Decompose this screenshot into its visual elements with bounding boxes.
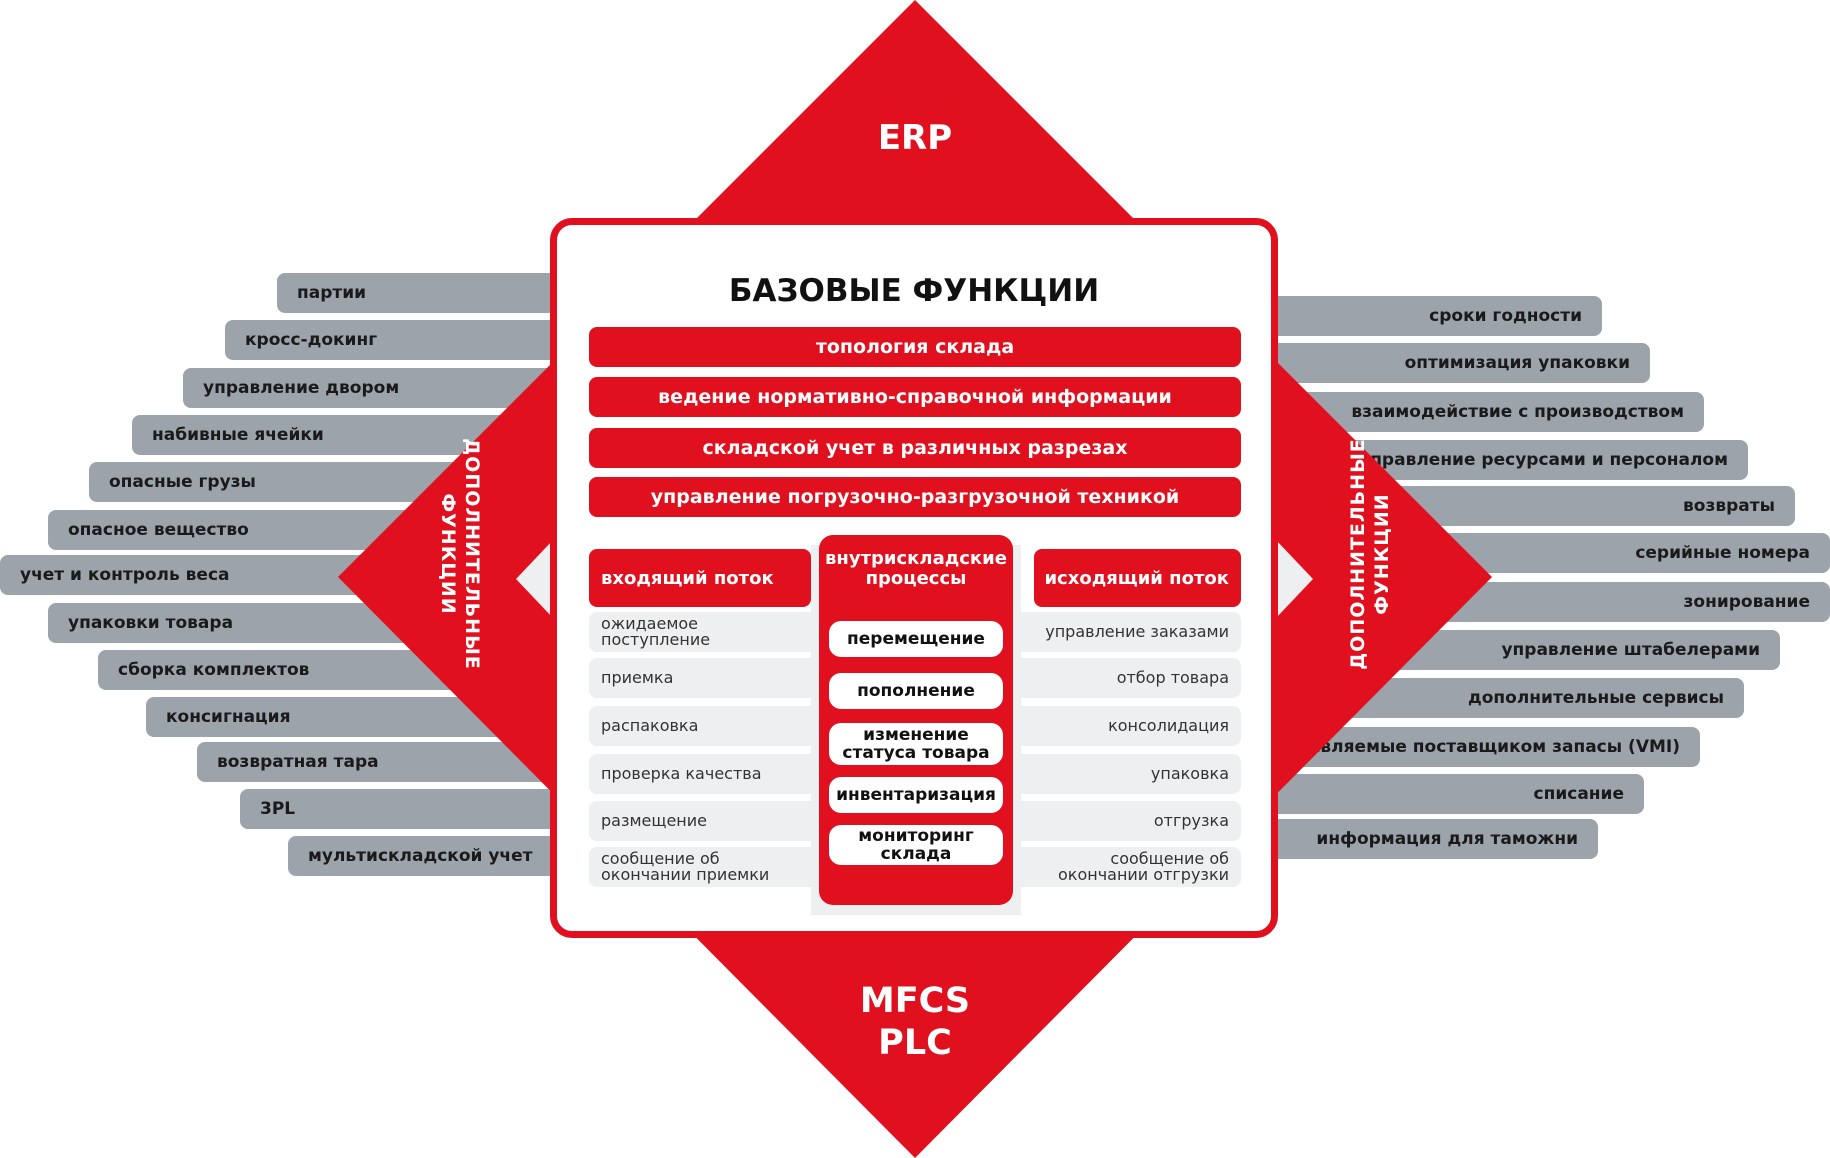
left-pill: кросс-докинг bbox=[225, 320, 557, 360]
incoming-item: проверка качества bbox=[589, 754, 811, 794]
mfcs-plc-label: MFCS PLC bbox=[859, 981, 971, 1063]
internal-processes-header: внутрискладские процессы bbox=[825, 548, 1007, 589]
outgoing-item: сообщение об окончании отгрузки bbox=[1021, 847, 1241, 887]
base-function-bar: ведение нормативно-справочной информации bbox=[589, 377, 1241, 417]
left-pill: мультискладской учет bbox=[288, 836, 557, 876]
base-functions-title: БАЗОВЫЕ ФУНКЦИИ bbox=[728, 273, 1100, 309]
incoming-item: сообщение об окончании приемки bbox=[589, 847, 811, 887]
right-pill: оптимизация упаковки bbox=[1270, 343, 1650, 383]
erp-label: ERP bbox=[877, 118, 953, 158]
internal-process-item: изменение статуса товара bbox=[829, 723, 1003, 765]
incoming-item: распаковка bbox=[589, 706, 811, 746]
incoming-flow-header: входящий поток bbox=[589, 549, 811, 607]
incoming-item: размещение bbox=[589, 801, 811, 841]
left-pill: 3PL bbox=[240, 789, 557, 829]
incoming-item: ожидаемое поступление bbox=[589, 612, 811, 652]
outgoing-item: консолидация bbox=[1021, 706, 1241, 746]
right-pill: сроки годности bbox=[1270, 296, 1602, 336]
base-function-bar: управление погрузочно-разгрузочной техни… bbox=[589, 477, 1241, 517]
left-pill: возвратная тара bbox=[197, 742, 557, 782]
right-pill: списание bbox=[1270, 774, 1644, 814]
right-pill: управляемые поставщиком запасы (VMI) bbox=[1270, 727, 1700, 767]
left-side-label: Дополнительные функции bbox=[437, 438, 483, 670]
base-function-bar: топология склада bbox=[589, 327, 1241, 367]
internal-process-item: пополнение bbox=[829, 673, 1003, 709]
base-functions-box: БАЗОВЫЕ ФУНКЦИИ топология склада ведение… bbox=[550, 218, 1278, 938]
outgoing-item: управление заказами bbox=[1021, 612, 1241, 652]
right-pill: информация для таможни bbox=[1270, 819, 1598, 859]
incoming-item: приемка bbox=[589, 658, 811, 698]
outgoing-item: отбор товара bbox=[1021, 658, 1241, 698]
base-function-bar: складской учет в различных разрезах bbox=[589, 428, 1241, 468]
internal-process-item: мониторинг склада bbox=[829, 825, 1003, 865]
right-pill: взаимодействие с производством bbox=[1270, 392, 1704, 432]
internal-processes-column: внутрискладские процессы перемещение поп… bbox=[819, 535, 1013, 905]
left-pill: партии bbox=[277, 273, 557, 313]
right-side-label: Дополнительные функции bbox=[1347, 438, 1393, 670]
internal-process-item: инвентаризация bbox=[829, 777, 1003, 813]
internal-process-item: перемещение bbox=[829, 621, 1003, 657]
outgoing-item: отгрузка bbox=[1021, 801, 1241, 841]
outgoing-item: упаковка bbox=[1021, 754, 1241, 794]
outgoing-flow-header: исходящий поток bbox=[1034, 549, 1241, 607]
left-pill: управление двором bbox=[183, 368, 557, 408]
